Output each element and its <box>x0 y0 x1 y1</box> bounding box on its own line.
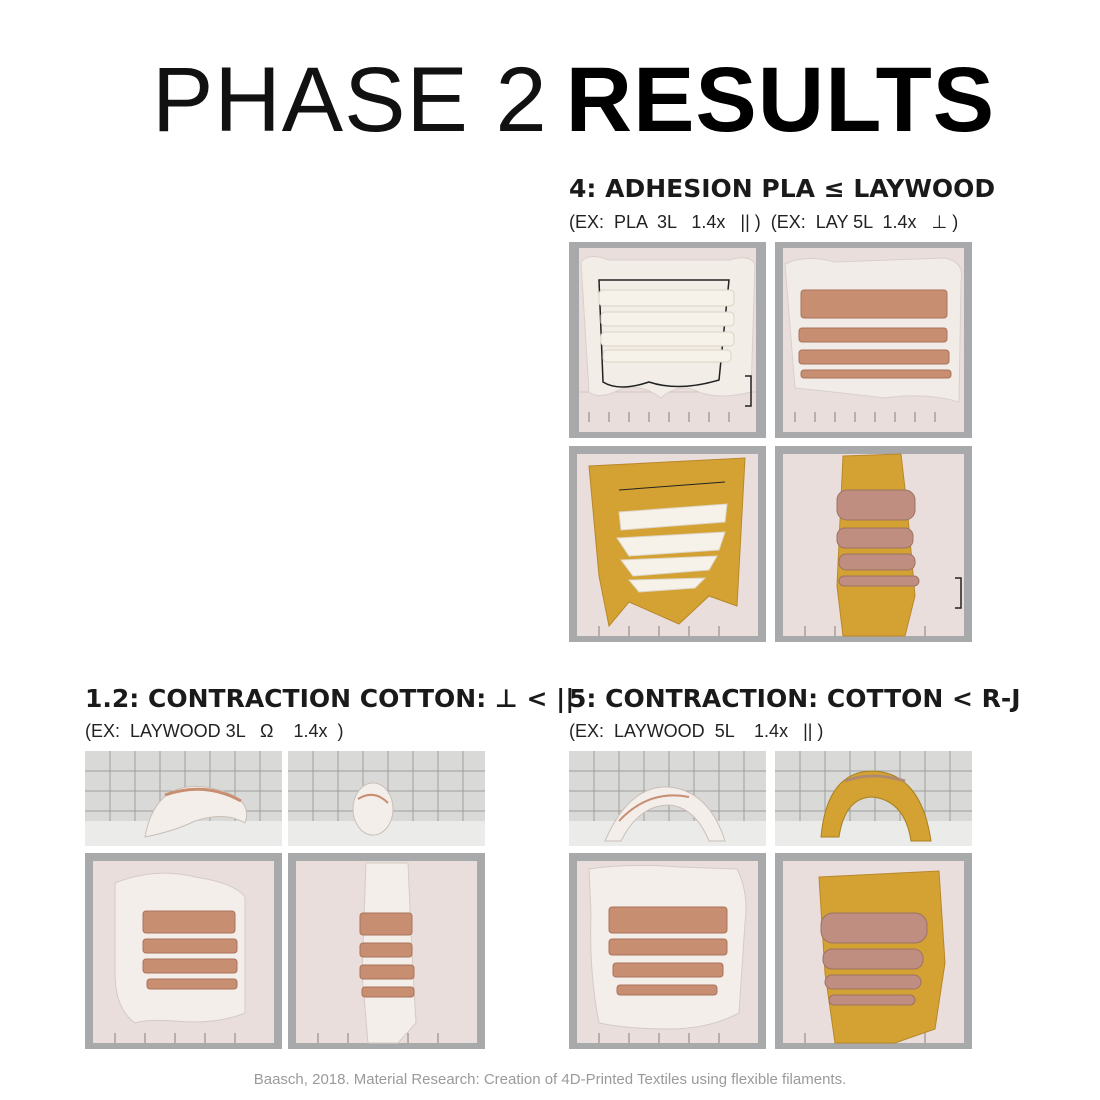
contraction-cotton-title: 1.2: CONTRACTION COTTON: ⊥ < || <box>85 684 575 713</box>
photo-cotton-top-2 <box>288 853 485 1049</box>
title-light: PHASE 2 <box>152 49 548 151</box>
contraction-cotton-subtitle: (EX: LAYWOOD 3L Ω 1.4x ) <box>85 721 344 741</box>
photo-cotton-side-2 <box>288 751 485 846</box>
contraction-rj-title: 5: CONTRACTION: COTTON < R-J <box>569 684 1021 713</box>
photo-rj-top-1 <box>569 853 766 1049</box>
photo-pla-yellow <box>569 446 766 642</box>
photo-rj-side-2 <box>775 751 972 846</box>
photo-cotton-side-1 <box>85 751 282 846</box>
photo-pla-flat <box>569 242 766 438</box>
adhesion-title: 4: ADHESION PLA ≤ LAYWOOD <box>569 174 996 203</box>
photo-rj-top-2 <box>775 853 972 1049</box>
adhesion-subtitle: (EX: PLA 3L 1.4x || ) (EX: LAY 5L 1.4x ⊥… <box>569 212 959 232</box>
photo-rj-side-1 <box>569 751 766 846</box>
contraction-rj-subtitle: (EX: LAYWOOD 5L 1.4x || ) <box>569 721 824 741</box>
title-bold: RESULTS <box>565 49 996 151</box>
footer-caption: Baasch, 2018. Material Research: Creatio… <box>253 1071 847 1088</box>
photo-laywood-yellow <box>775 446 972 642</box>
photo-laywood-flat <box>775 242 972 438</box>
photo-cotton-top-1 <box>85 853 282 1049</box>
